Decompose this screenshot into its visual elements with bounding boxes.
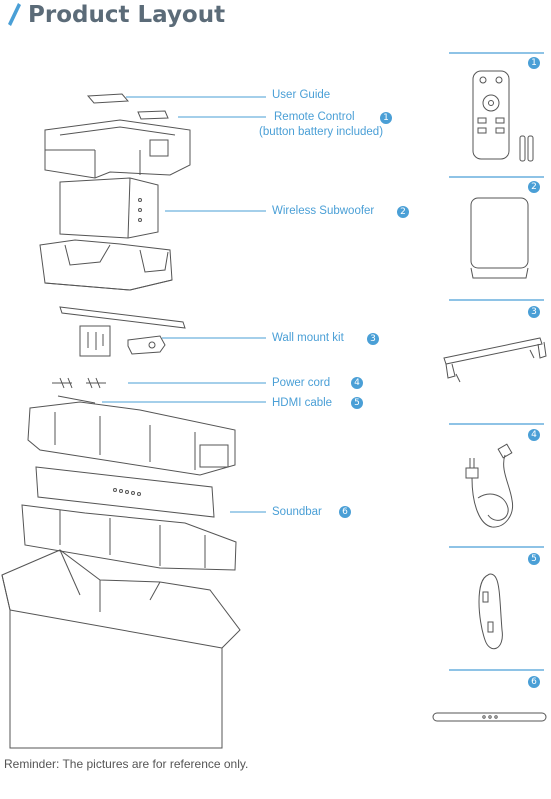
page-title-text: Product Layout [28, 2, 226, 28]
label-remote-control: Remote Control [274, 111, 355, 123]
badge-3-left: 3 [367, 333, 379, 345]
carton-illustration [1, 549, 241, 749]
label-user-guide: User Guide [272, 89, 331, 101]
subwoofer-detail-illustration [470, 197, 529, 279]
pen-icon [8, 3, 21, 26]
hdmi-small-illustration [57, 395, 96, 404]
remote-detail-illustration [472, 70, 534, 162]
remote-small-illustration [137, 110, 169, 120]
soundbar-illustration [35, 466, 215, 518]
label-power-cord: Power cord [272, 377, 331, 389]
user-guide-illustration [86, 93, 130, 104]
badge-2-right: 2 [528, 181, 540, 193]
badge-2-left: 2 [397, 206, 409, 218]
label-hdmi-cable: HDMI cable [272, 397, 333, 409]
label-remote-note: (button battery included) [259, 126, 384, 138]
wall-mount-detail-illustration [443, 337, 547, 383]
badge-5-left: 5 [351, 397, 363, 409]
page-title: Product Layout [6, 0, 225, 30]
badge-6-left: 6 [339, 506, 351, 518]
badge-3-right: 3 [528, 306, 540, 318]
soundbar-detail-illustration [432, 712, 547, 722]
power-cord-small-illustration [52, 377, 106, 389]
badge-5-right: 5 [528, 553, 540, 565]
hdmi-detail-illustration [478, 573, 503, 650]
mount-bracket-illustration [127, 335, 166, 355]
right-dividers [449, 52, 544, 671]
power-cord-detail-illustration [465, 443, 514, 528]
sub-bottom-foam-illustration [39, 239, 173, 291]
label-soundbar: Soundbar [272, 506, 322, 518]
subwoofer-illustration [59, 177, 159, 239]
soundbar-top-foam-illustration [27, 401, 236, 476]
screws-illustration [79, 325, 111, 357]
badge-1-right: 1 [528, 57, 540, 69]
badge-6-right: 6 [528, 676, 540, 688]
badge-4-left: 4 [351, 377, 363, 389]
wall-mount-bar-illustration [59, 306, 186, 329]
badge-4-right: 4 [528, 429, 540, 441]
top-foam-illustration [44, 119, 191, 179]
leader-lines [102, 96, 266, 513]
badge-1-left: 1 [380, 112, 392, 124]
label-subwoofer: Wireless Subwoofer [272, 205, 375, 217]
label-wall-mount: Wall mount kit [272, 332, 344, 344]
soundbar-bottom-foam-illustration [21, 504, 237, 571]
reminder-text: Reminder: The pictures are for reference… [4, 757, 249, 771]
